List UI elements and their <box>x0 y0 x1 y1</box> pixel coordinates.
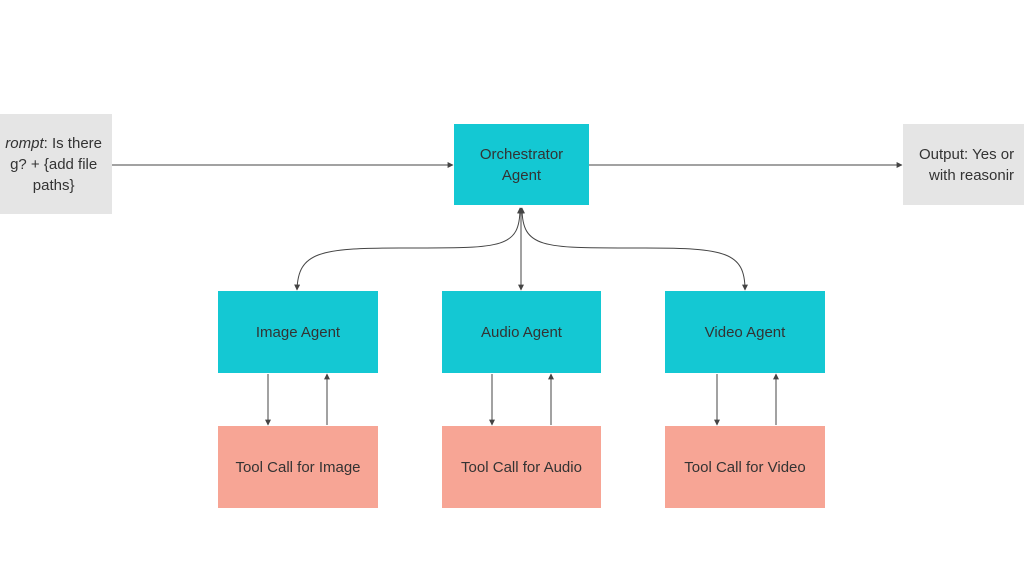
tool-call-image-node: Tool Call for Image <box>218 426 378 508</box>
edge-orchestrator-image-agent <box>294 207 523 291</box>
input-line-1: rompt: Is there <box>5 135 102 152</box>
input-prompt-text: rompt: Is there g? + {add file paths} <box>5 133 102 196</box>
output-label: Output: Yes or with reasonir <box>919 144 1014 186</box>
input-line-3: paths} <box>32 176 75 194</box>
edge-orchestrator-video-agent <box>519 207 748 291</box>
audio-agent-node: Audio Agent <box>442 291 601 373</box>
tool-call-image-label: Tool Call for Image <box>235 458 361 476</box>
prompt-word: rompt <box>5 134 44 152</box>
input-line-2: g? + {add file <box>10 155 98 173</box>
output-node: Output: Yes or with reasonir <box>903 124 1024 205</box>
image-agent-label: Image Agent <box>255 323 341 341</box>
output-line-2: with reasonir <box>929 166 1015 184</box>
orchestrator-line-2: Agent <box>501 166 542 184</box>
input-line-1-rest: : Is there <box>43 134 102 152</box>
video-agent-node: Video Agent <box>665 291 825 373</box>
tool-call-video-label: Tool Call for Video <box>684 458 806 476</box>
orchestrator-label: Orchestrator Agent <box>480 144 563 186</box>
tool-call-video-node: Tool Call for Video <box>665 426 825 508</box>
audio-agent-label: Audio Agent <box>481 323 562 341</box>
tool-call-audio-label: Tool Call for Audio <box>461 458 582 476</box>
output-line-1: Output: Yes or <box>919 145 1015 163</box>
image-agent-node: Image Agent <box>218 291 378 373</box>
video-agent-label: Video Agent <box>704 323 786 341</box>
orchestrator-line-1: Orchestrator <box>479 145 564 163</box>
tool-call-audio-node: Tool Call for Audio <box>442 426 601 508</box>
input-prompt-node: rompt: Is there g? + {add file paths} <box>0 114 112 214</box>
orchestrator-agent-node: Orchestrator Agent <box>454 124 589 205</box>
